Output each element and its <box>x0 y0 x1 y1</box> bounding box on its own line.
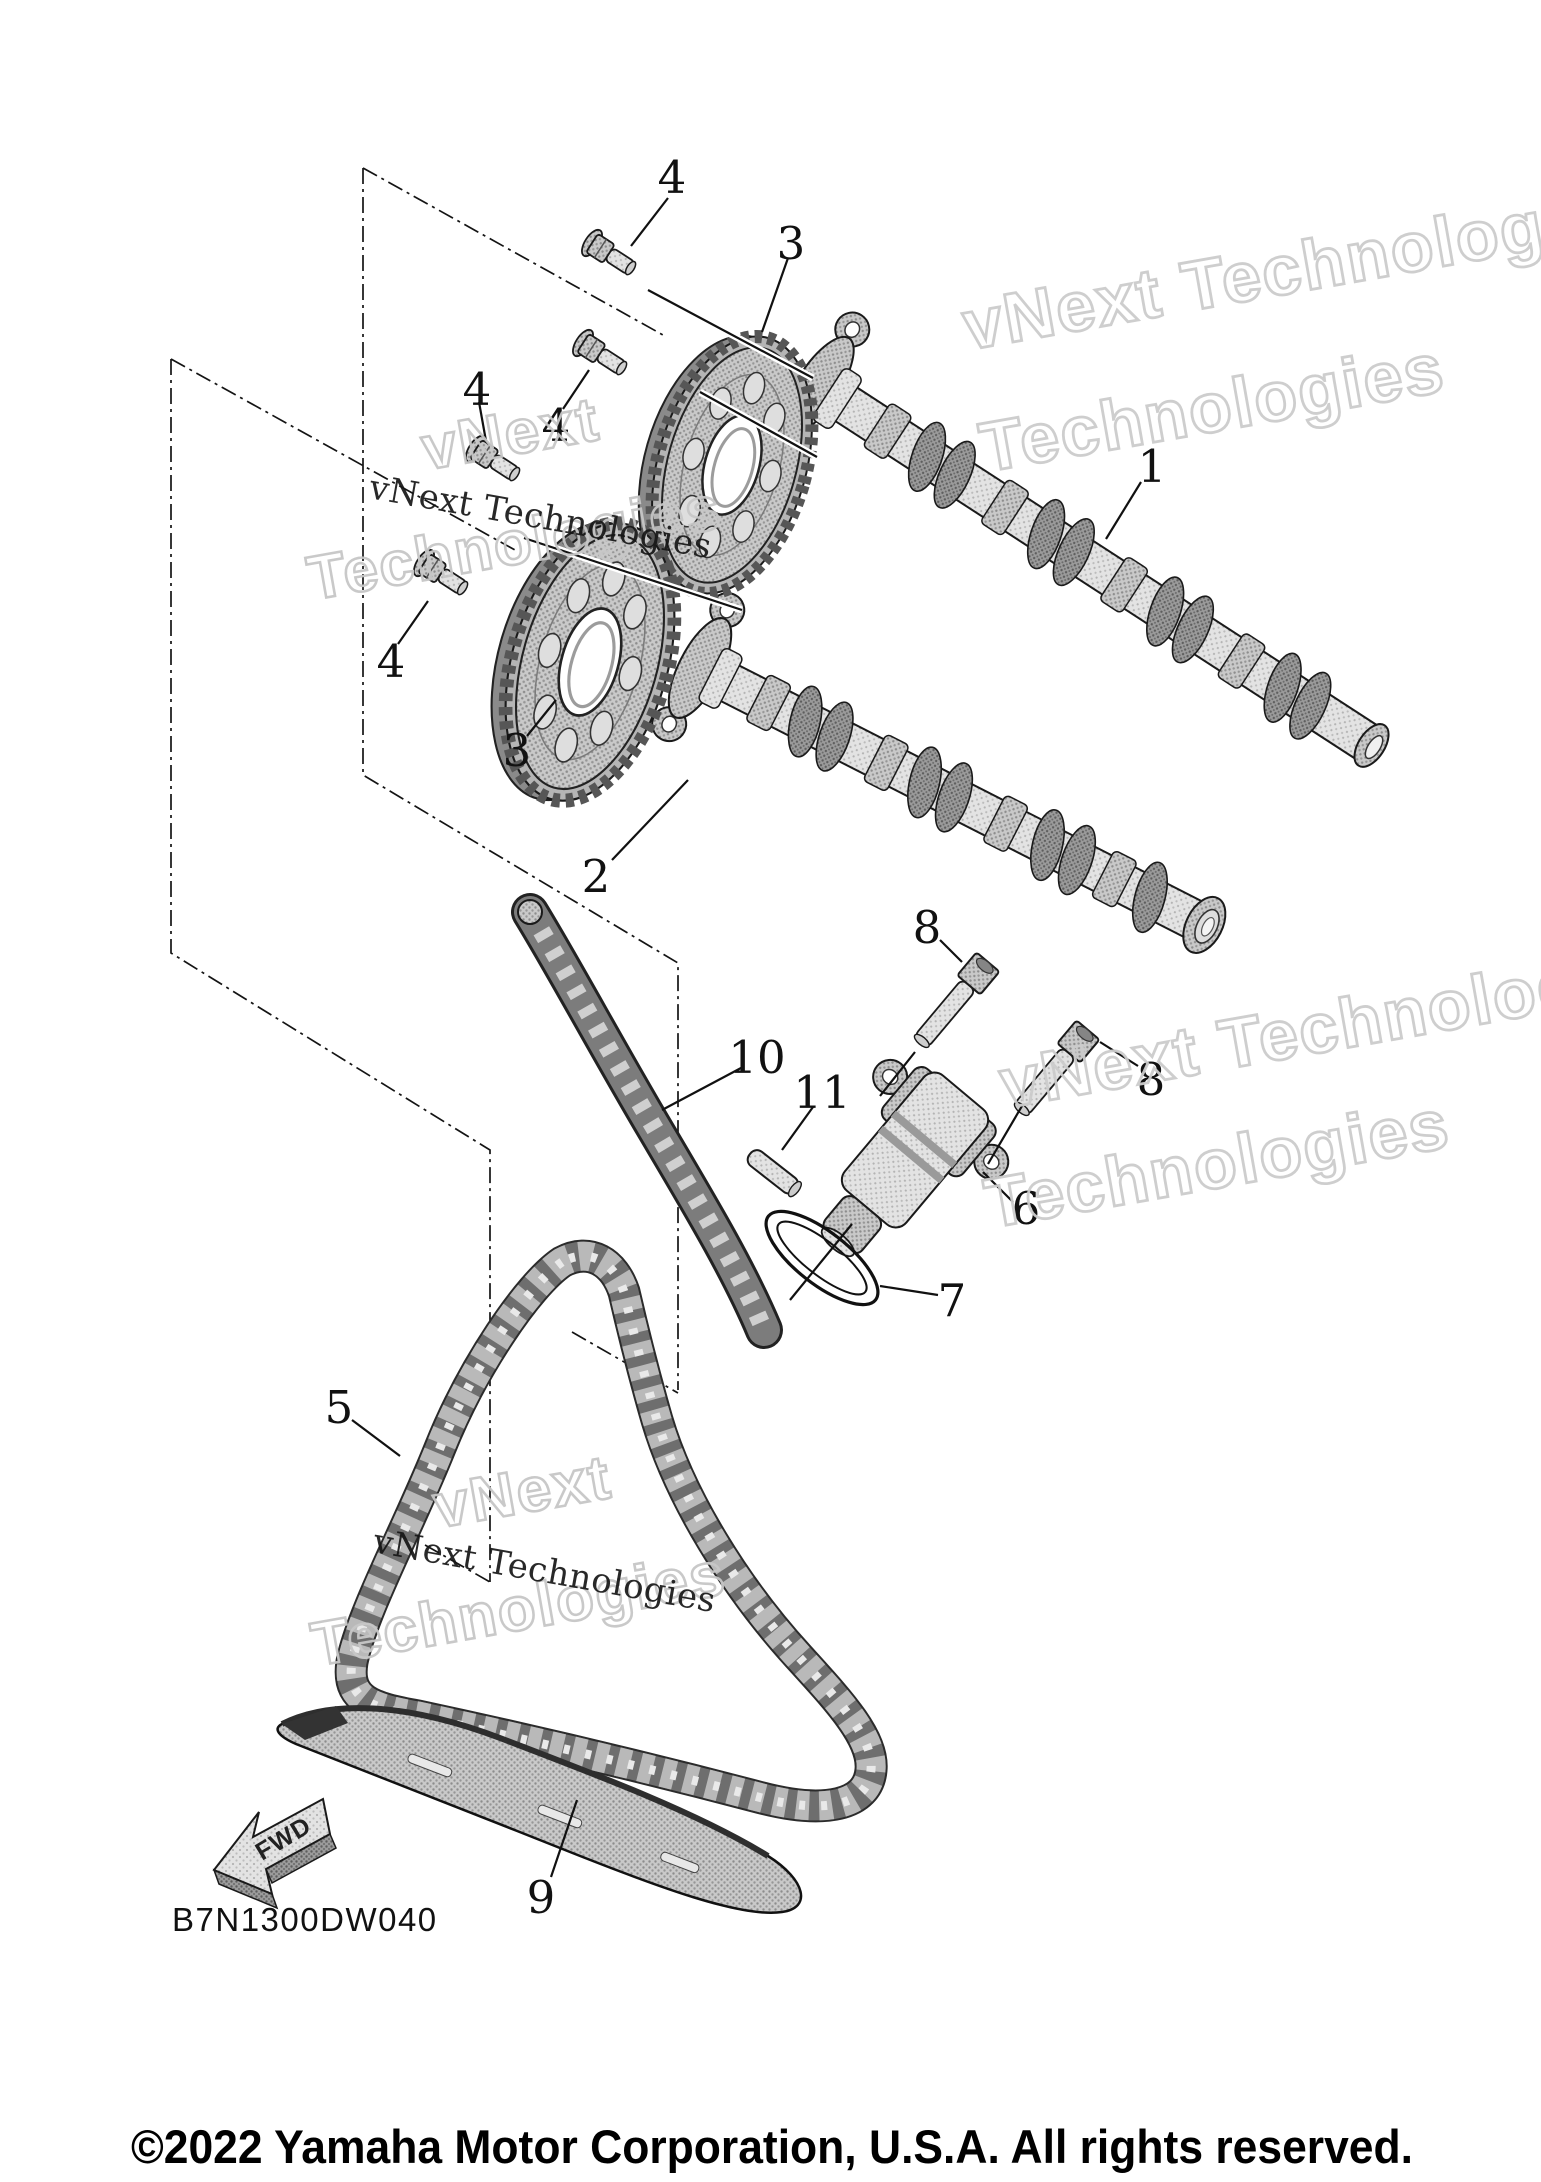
alignment-lines <box>522 286 1023 1301</box>
cam-chain <box>334 1239 888 1823</box>
leader-line <box>351 1419 401 1457</box>
leader-line <box>760 257 790 333</box>
watermark-outline: Technologies <box>974 328 1450 486</box>
callout-4-d: 4 <box>377 635 406 688</box>
callout-11: 11 <box>793 1066 850 1119</box>
frame-line <box>424 1544 491 1583</box>
guide-pivot-pin <box>746 1149 802 1198</box>
callout-4-c: 4 <box>463 363 492 416</box>
leader-line <box>1105 481 1142 540</box>
callout-7: 7 <box>938 1274 967 1327</box>
leader-line <box>1099 1041 1139 1067</box>
leader-line <box>661 1067 742 1111</box>
callout-9: 9 <box>527 1871 556 1924</box>
tensioner-bolt-1 <box>906 951 1001 1055</box>
callout-1: 1 <box>1138 440 1167 493</box>
callout-4-a: 4 <box>658 151 687 204</box>
watermark-outline: vNext <box>416 385 604 484</box>
leader-line <box>982 1171 1014 1203</box>
leader-line <box>611 779 689 861</box>
leader-line <box>781 1106 814 1151</box>
leader-lines <box>351 197 1142 1878</box>
callout-6: 6 <box>1012 1182 1041 1235</box>
callout-labels: 4 3 1 4 4 3 4 2 8 8 6 7 5 10 11 9 <box>325 151 1167 1924</box>
callout-8-a: 8 <box>913 901 942 954</box>
callout-4-b: 4 <box>542 399 571 452</box>
frame-line <box>362 168 679 1390</box>
copyright-notice: ©2022 Yamaha Motor Corporation, U.S.A. A… <box>131 2120 1413 2173</box>
watermark-outline: vNext <box>428 1443 616 1542</box>
leader-line <box>549 1799 579 1878</box>
fwd-arrow: FWD <box>212 1797 337 1910</box>
sprocket-bolt-1 <box>577 225 643 284</box>
frame-line <box>170 359 491 1582</box>
tensioner-gasket <box>764 1209 880 1307</box>
callout-10: 10 <box>728 1031 785 1084</box>
leader-line <box>879 1284 939 1297</box>
leader-line <box>397 600 429 645</box>
leader-line <box>562 369 590 410</box>
leader-line <box>630 197 669 247</box>
leader-line <box>939 939 963 963</box>
camshaft-intake <box>762 311 1390 768</box>
leader-line <box>526 699 557 737</box>
chain-guide-tensioner-side <box>511 893 783 1349</box>
part-code: B7N1300DW040 <box>172 1901 438 1938</box>
fwd-arrow-icon <box>212 1797 332 1896</box>
callout-3-a: 3 <box>777 217 806 270</box>
sprocket-bolt-2 <box>568 325 634 384</box>
watermark-outline: vNext Technologies <box>957 168 1541 365</box>
camshaft-exhaust <box>651 592 1227 954</box>
chain-tensioner <box>820 1058 1010 1258</box>
callout-5: 5 <box>325 1381 354 1434</box>
callout-8-b: 8 <box>1137 1053 1166 1106</box>
frame-line <box>170 358 516 551</box>
chain-guide-bottom <box>276 1705 803 1914</box>
leader-line <box>477 401 488 442</box>
callout-3-b: 3 <box>503 724 532 777</box>
callout-2: 2 <box>582 850 611 903</box>
